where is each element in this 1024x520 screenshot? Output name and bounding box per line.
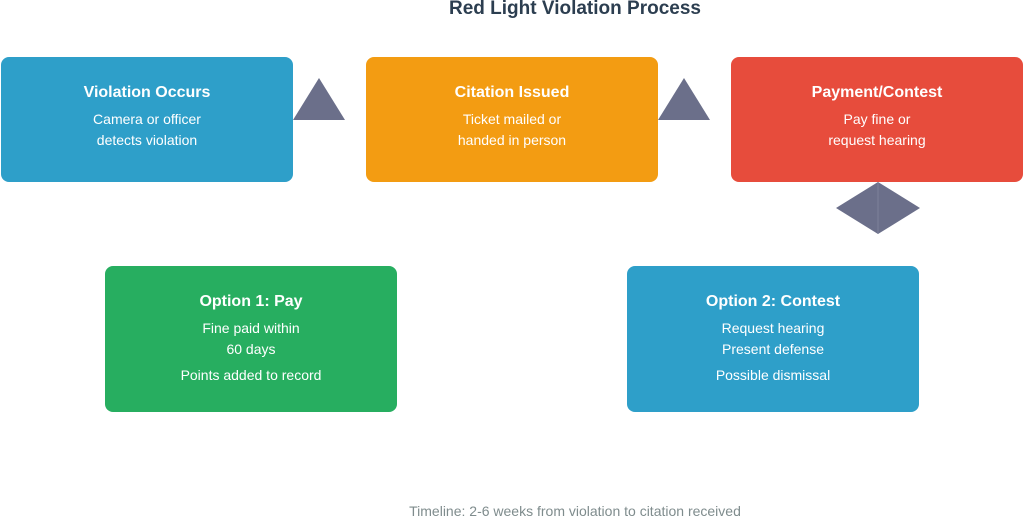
diagram-title: Red Light Violation Process	[449, 0, 701, 19]
step-text: request hearing	[828, 132, 926, 148]
step-heading: Payment/Contest	[811, 84, 943, 101]
option-contest: Option 2: Contest Request hearing Presen…	[627, 266, 919, 412]
step-heading: Violation Occurs	[83, 84, 211, 101]
option-text: 60 days	[226, 341, 276, 357]
step-citation-issued: Citation Issued Ticket mailed or handed …	[366, 57, 658, 182]
timeline-footnote: Timeline: 2-6 weeks from violation to ci…	[409, 503, 741, 519]
connector-triangle-2	[658, 78, 710, 120]
step-text: detects violation	[96, 132, 198, 148]
step-text: Camera or officer	[93, 111, 201, 127]
option-heading: Option 2: Contest	[705, 293, 841, 310]
step-heading: Citation Issued	[454, 84, 570, 101]
option-text: Present defense	[722, 341, 824, 357]
step-payment-contest: Payment/Contest Pay fine or request hear…	[731, 57, 1023, 182]
option-text: Points added to record	[180, 367, 322, 383]
connector-diamond	[836, 182, 920, 234]
option-text: Possible dismissal	[715, 367, 831, 383]
option-text: Request hearing	[721, 320, 825, 336]
step-text: Pay fine or	[843, 111, 911, 127]
option-pay: Option 1: Pay Fine paid within 60 days P…	[105, 266, 397, 412]
step-text: handed in person	[457, 132, 567, 148]
step-text: Ticket mailed or	[462, 111, 562, 127]
connector-triangle-1	[293, 78, 345, 120]
option-text: Fine paid within	[202, 320, 300, 336]
option-heading: Option 1: Pay	[199, 293, 303, 310]
step-violation-occurs: Violation Occurs Camera or officer detec…	[1, 57, 293, 182]
